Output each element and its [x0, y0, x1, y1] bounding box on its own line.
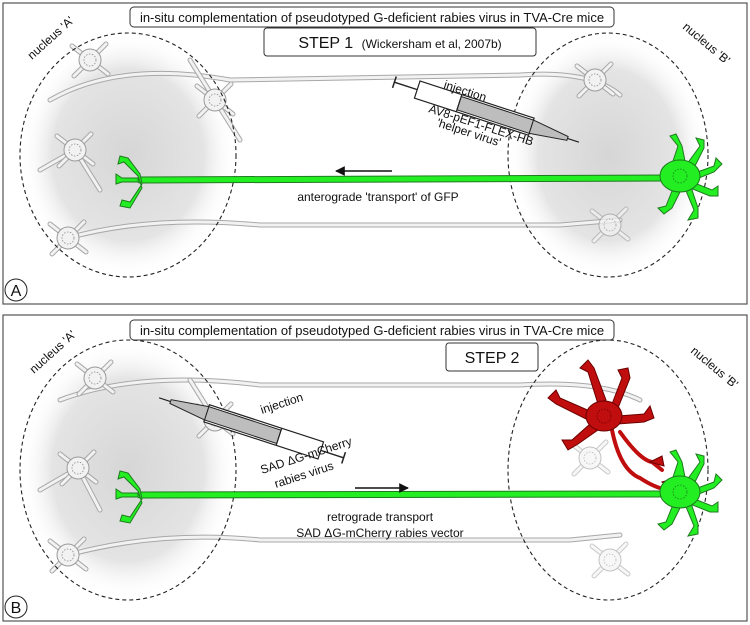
gfp-neuron [115, 449, 723, 537]
step-label: STEP 2 [465, 350, 520, 367]
transport-caption: anterograde 'transport' of GFP [297, 190, 458, 204]
background-neurons [37, 44, 628, 254]
gfp-neuron [115, 133, 723, 221]
nucleus-a-shade [20, 33, 236, 277]
nucleus-a-outline [19, 339, 237, 601]
panel-letter-a: A [11, 283, 22, 300]
panel-b: in-situ complementation of pseudotyped G… [2, 314, 748, 622]
panel-letter-b: B [11, 600, 22, 617]
mcherry-neuron [547, 359, 677, 492]
transport-caption-line-2: SAD ΔG-mCherry rabies vector [296, 526, 463, 540]
background-neurons [37, 362, 643, 576]
nucleus-b-shade [508, 33, 708, 277]
nucleus-b-outline [507, 339, 709, 601]
banner-text: in-situ complementation of pseudotyped G… [140, 323, 604, 338]
transport-caption-line-1: retrograde transport [327, 510, 434, 524]
panel-a: in-situ complementation of pseudotyped G… [2, 2, 748, 305]
banner-text: in-situ complementation of pseudotyped G… [140, 10, 604, 25]
step-citation: (Wickersham et al, 2007b) [362, 37, 502, 51]
step-heading: STEP 1 (Wickersham et al, 2007b) [298, 35, 501, 52]
nucleus-b-outline [507, 32, 709, 278]
nucleus-a-outline [19, 32, 237, 278]
step-label: STEP 1 [298, 35, 353, 52]
